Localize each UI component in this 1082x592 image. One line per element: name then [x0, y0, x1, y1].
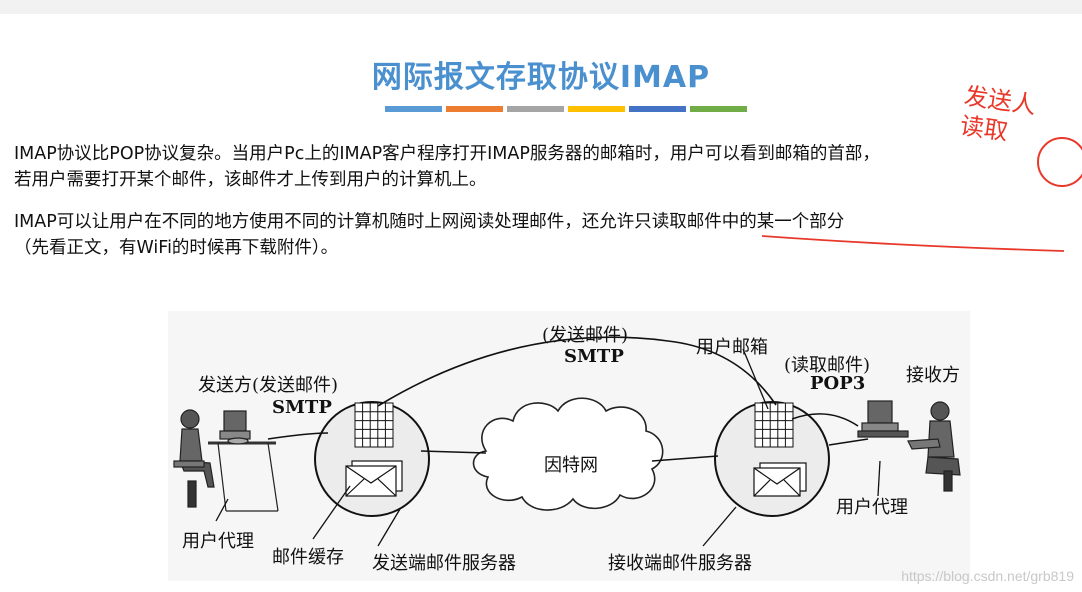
- smtp-transfer-arc: [377, 336, 777, 407]
- paragraph-2-line-1: IMAP可以让用户在不同的地方使用不同的计算机随时上网阅读处理邮件，还允许只读取…: [14, 212, 845, 232]
- receiver-person-icon: [907, 401, 961, 492]
- slide-title: 网际报文存取协议IMAP: [371, 60, 711, 95]
- mailbox-label: 用户邮箱: [696, 337, 768, 358]
- pointer-mail-cache: [312, 485, 351, 540]
- mail-cache-label: 邮件缓存: [272, 547, 344, 568]
- pointer-sending-server: [377, 508, 401, 547]
- receiving-server-label: 接收端邮件服务器: [608, 553, 752, 574]
- receiver-link: [828, 438, 869, 446]
- sender-person-icon: [173, 409, 215, 508]
- underline-segment: [690, 106, 747, 112]
- internet-label: 因特网: [544, 455, 598, 476]
- top-link-label: (发送邮件): [542, 325, 629, 346]
- slide: 网际报文存取协议IMAP IMAP协议比POP协议复杂。当用户Pc上的IMAP客…: [0, 14, 1082, 592]
- receiver-computer-icon: [857, 400, 909, 438]
- server-to-cloud-link: [420, 450, 487, 454]
- underline-segment: [568, 106, 625, 112]
- read-protocol: POP3: [810, 373, 866, 394]
- pointer-user-agent-right: [877, 460, 881, 497]
- user-agent-left-label: 用户代理: [182, 531, 254, 552]
- left-mail-cache-icon: [345, 460, 403, 497]
- read-label: (读取邮件): [784, 355, 871, 376]
- user-agent-right-label: 用户代理: [836, 497, 908, 518]
- top-link-protocol: SMTP: [564, 346, 624, 367]
- email-flow-diagram: 发送方(发送邮件) SMTP (发送邮件) SMTP 用户邮箱 (读取邮件) P…: [168, 311, 970, 581]
- underline-segment: [507, 106, 564, 112]
- sending-server-label: 发送端邮件服务器: [372, 553, 516, 574]
- underline-segment: [385, 106, 442, 112]
- diagram-drawing: [173, 336, 961, 547]
- internet-cloud: [472, 397, 664, 511]
- pop3-read-link: [791, 413, 859, 427]
- watermark: https://blog.csdn.net/grb819: [901, 568, 1074, 584]
- underline-segment: [446, 106, 503, 112]
- pointer-user-agent-left: [215, 498, 229, 522]
- sender-label: 发送方(发送邮件): [198, 375, 339, 396]
- sender-computer-icon: [208, 410, 279, 512]
- right-mail-cache-icon: [753, 462, 807, 497]
- title-underline: [385, 106, 747, 112]
- underline-segment: [629, 106, 686, 112]
- sender-protocol: SMTP: [272, 397, 332, 418]
- paragraph-1-line-2: 若用户需要打开某个邮件，该邮件才上传到用户的计算机上。: [14, 170, 487, 190]
- paragraph-2-line-2: （先看正文，有WiFi的时候再下载附件）。: [14, 238, 339, 258]
- paragraph-1-line-1: IMAP协议比POP协议复杂。当用户Pc上的IMAP客户程序打开IMAP服务器的…: [14, 144, 880, 164]
- pointer-receiving-server: [702, 506, 737, 547]
- right-mailbox-grid-icon: [754, 402, 794, 448]
- receiver-label: 接收方: [906, 365, 960, 386]
- pointer-mailbox: [742, 348, 769, 410]
- cloud-to-server-link: [651, 455, 719, 462]
- left-mailbox-grid-icon: [354, 402, 394, 448]
- sender-smtp-link: [267, 432, 329, 440]
